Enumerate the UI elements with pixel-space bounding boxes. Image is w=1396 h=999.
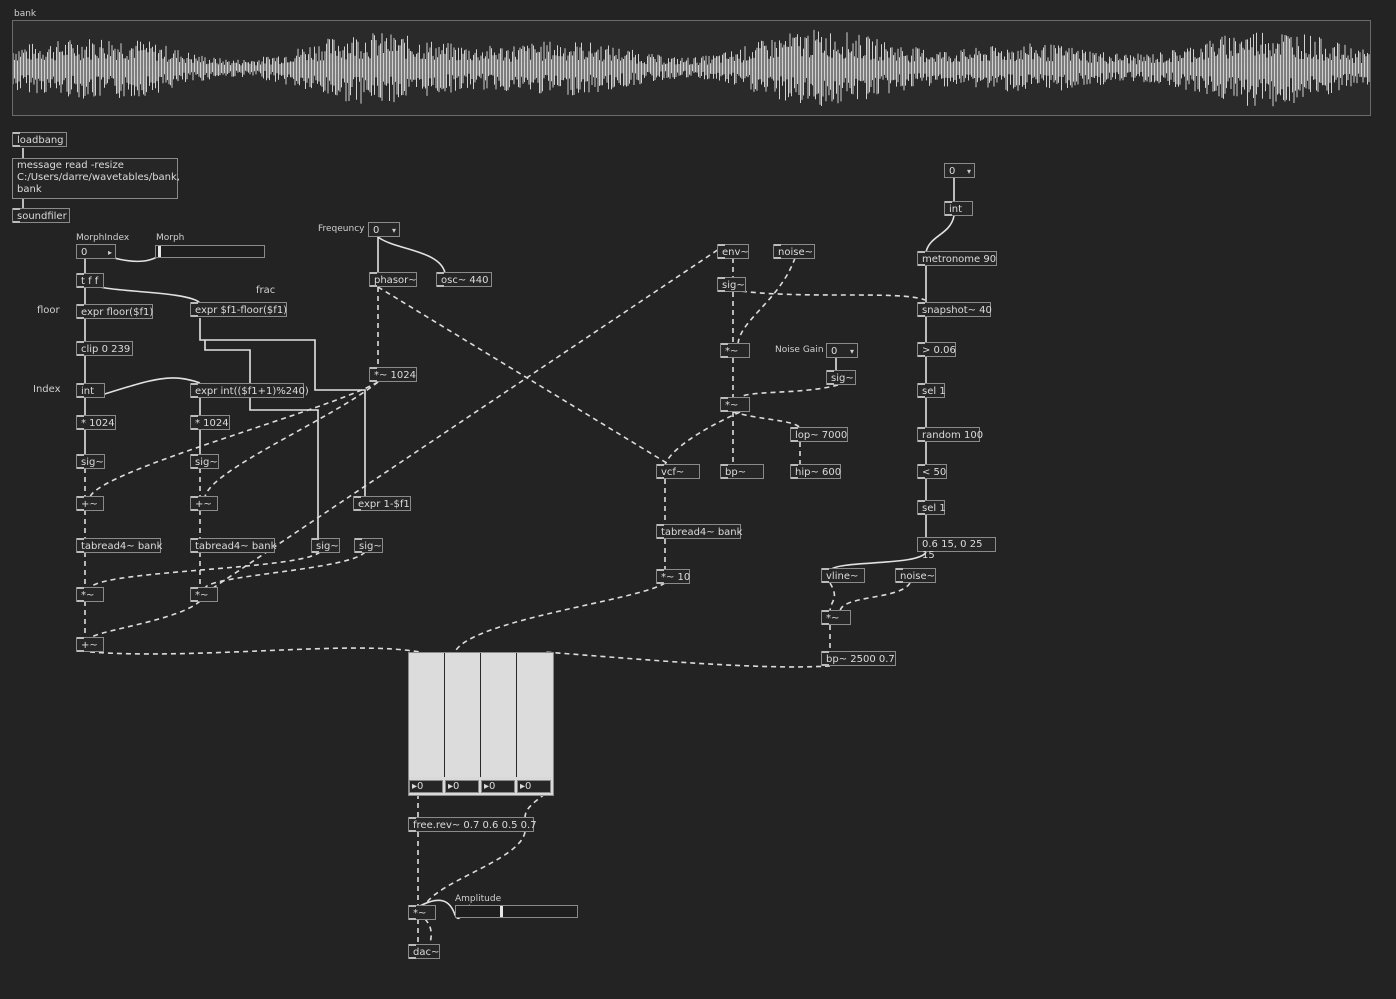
tabread-a-object[interactable]: tabread4~ bank [76, 538, 162, 553]
clip-object[interactable]: clip 0 239 [76, 341, 133, 356]
amplitude-slider[interactable] [455, 905, 578, 918]
tabread-vcf-object[interactable]: tabread4~ bank [656, 524, 742, 539]
mul-vline-object[interactable]: *~ [821, 610, 851, 625]
noise-gain-label: Noise Gain [775, 345, 824, 355]
morph-slider[interactable] [155, 245, 265, 258]
plus-a-object[interactable]: +~ [76, 496, 104, 511]
top-right-number[interactable]: 0▾ [944, 163, 975, 178]
int-left-object[interactable]: int [76, 383, 105, 398]
hip-object[interactable]: hip~ 600 [790, 464, 841, 479]
waveform-graph [13, 29, 1370, 107]
noise-gain-number[interactable]: 0▾ [826, 343, 858, 358]
amplitude-label: Amplitude [455, 894, 502, 904]
frequency-label: Freqeuncy [318, 224, 365, 234]
mul-env-object[interactable]: *~ [720, 343, 750, 358]
morphindex-label: MorphIndex [76, 233, 130, 243]
sig-env-object[interactable]: sig~ [717, 277, 746, 292]
vline-object[interactable]: vline~ [821, 568, 865, 583]
osc-object[interactable]: osc~ 440 [436, 272, 492, 287]
frequency-number[interactable]: 0▾ [368, 222, 400, 237]
mul-amp-object[interactable]: *~ [408, 905, 436, 920]
floor-label: floor [37, 305, 60, 316]
bank-label: bank [14, 9, 37, 19]
bp2500-object[interactable]: bp~ 2500 0.7 [821, 651, 896, 666]
sel1-a-object[interactable]: sel 1 [917, 383, 946, 398]
mixer-channel-2-number[interactable]: ▸0 [445, 780, 479, 793]
index-label: Index [33, 384, 61, 395]
mul-1024-b-object[interactable]: * 1024 [190, 415, 230, 430]
sig-a-object[interactable]: sig~ [76, 454, 105, 469]
mixer-strip-2[interactable] [445, 653, 482, 777]
dac-object[interactable]: dac~ [408, 944, 440, 959]
free-rev-object[interactable]: free.rev~ 0.7 0.6 0.5 0.7 [408, 817, 537, 832]
mixer-channel-1-number[interactable]: ▸0 [409, 780, 443, 793]
phasor-object[interactable]: phasor~ [369, 272, 417, 287]
mixer-strip-4[interactable] [517, 653, 552, 777]
expr-int-object[interactable]: expr int(($f1+1)%240) [190, 383, 309, 398]
mixer-strip-1[interactable] [409, 653, 446, 777]
mul-env2-object[interactable]: *~ [720, 397, 750, 412]
plus-b-object[interactable]: +~ [190, 496, 218, 511]
loadbang-object[interactable]: loadbang [12, 132, 67, 147]
sig-d-object[interactable]: sig~ [354, 538, 383, 553]
mixer-channel-4-number[interactable]: ▸0 [517, 780, 551, 793]
noise-top-object[interactable]: noise~ [773, 244, 815, 259]
env-object[interactable]: env~ [717, 244, 749, 259]
vcf-object[interactable]: vcf~ [656, 464, 700, 479]
vline-message[interactable]: 0.6 15, 0 25 15 [917, 537, 996, 561]
random-object[interactable]: random 100 [917, 427, 983, 442]
gt-object[interactable]: > 0.06 [917, 342, 956, 357]
mul-1024-sig-object[interactable]: *~ 1024 [369, 367, 417, 382]
snapshot-object[interactable]: snapshot~ 40 [917, 302, 992, 317]
wavetable-array-bank[interactable] [12, 20, 1371, 116]
morph-slider-knob[interactable] [158, 246, 162, 257]
metronome-object[interactable]: metronome 90 [917, 251, 997, 266]
mul-10-object[interactable]: *~ 10 [656, 569, 690, 584]
soundfiler-object[interactable]: soundfiler [12, 208, 70, 223]
mul-b-object[interactable]: *~ [190, 587, 218, 602]
trigger-object[interactable]: t f f [76, 273, 104, 288]
amplitude-slider-knob[interactable] [500, 906, 504, 917]
lt50-object[interactable]: < 50 [917, 464, 947, 479]
bp-small-object[interactable]: bp~ [720, 464, 764, 479]
tabread-b-object[interactable]: tabread4~ bank [190, 538, 276, 553]
int-right-object[interactable]: int [944, 201, 973, 216]
expr-frac-object[interactable]: expr $f1-floor($f1) [190, 302, 287, 317]
sig-gain-object[interactable]: sig~ [826, 370, 856, 385]
expr-floor-object[interactable]: expr floor($f1) [76, 304, 153, 319]
mixer-strip-3[interactable] [481, 653, 518, 777]
waveform-path [13, 29, 1370, 107]
sig-c-object[interactable]: sig~ [311, 538, 340, 553]
sig-b-object[interactable]: sig~ [190, 454, 219, 469]
morph-label: Morph [156, 233, 185, 243]
mul-a-object[interactable]: *~ [76, 587, 104, 602]
noise-bottom-object[interactable]: noise~ [895, 568, 936, 583]
sel1-b-object[interactable]: sel 1 [917, 500, 946, 515]
mixer-panel[interactable]: ▸0 ▸0 ▸0 ▸0 [408, 652, 554, 796]
read-message[interactable]: message read -resize C:/Users/darre/wave… [12, 158, 180, 199]
frac-label: frac [256, 285, 276, 296]
mixer-channel-3-number[interactable]: ▸0 [481, 780, 515, 793]
mul-1024-a-object[interactable]: * 1024 [76, 415, 116, 430]
expr-1minus-object[interactable]: expr 1-$f1 [353, 496, 411, 511]
lop-object[interactable]: lop~ 7000 [790, 427, 848, 442]
plus-out-object[interactable]: +~ [76, 637, 104, 652]
morphindex-number[interactable]: 0▸ [76, 244, 116, 259]
